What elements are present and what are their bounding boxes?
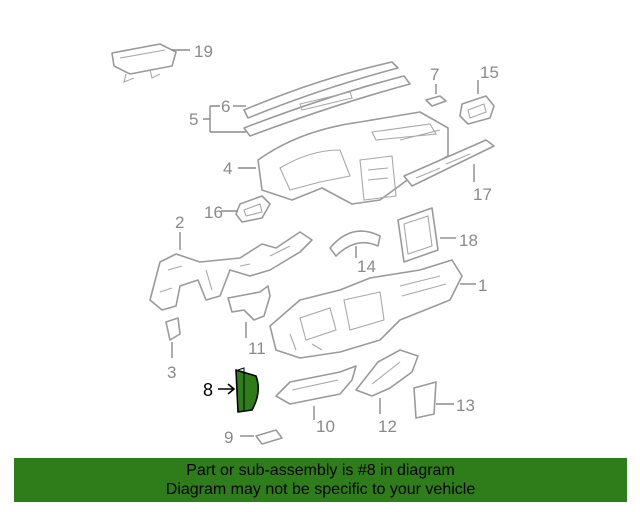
- part-14-cluster-hood[interactable]: [329, 230, 381, 257]
- part-7-switch[interactable]: [425, 95, 447, 107]
- part-3-bracket[interactable]: [165, 317, 181, 341]
- callout-16: 16: [204, 203, 223, 222]
- part-13-trim-panel[interactable]: [413, 381, 437, 419]
- banner-line-1: Part or sub-assembly is #8 in diagram: [186, 462, 455, 479]
- part-12-lower-panel[interactable]: [355, 349, 419, 397]
- part-19-passenger-airbag[interactable]: [111, 43, 177, 83]
- callout-13: 13: [456, 396, 475, 415]
- part-10-knee-bolster[interactable]: [275, 365, 357, 405]
- callout-18: 18: [459, 231, 478, 250]
- callout-10: 10: [316, 417, 335, 436]
- callout-5: 5: [189, 110, 198, 129]
- callout-9: 9: [224, 428, 233, 447]
- callout-2: 2: [175, 213, 184, 232]
- part-15-vent[interactable]: [459, 95, 495, 125]
- callout-4: 4: [223, 159, 232, 178]
- part-1-hvac-module[interactable]: [269, 259, 463, 359]
- part-11-duct[interactable]: [227, 285, 271, 321]
- callout-8: 8: [203, 380, 213, 400]
- callout-11: 11: [248, 339, 266, 358]
- callout-14: 14: [357, 257, 376, 276]
- callout-6: 6: [221, 97, 230, 116]
- callout-19: 19: [194, 42, 213, 61]
- part-9-clip[interactable]: [255, 429, 283, 445]
- callout-1: 1: [478, 276, 487, 295]
- part-6-defroster-grille[interactable]: [243, 61, 399, 119]
- part-18-center-bezel[interactable]: [397, 207, 439, 263]
- callout-7: 7: [430, 65, 439, 84]
- info-banner: Part or sub-assembly is #8 in diagram Di…: [14, 458, 627, 502]
- callout-12: 12: [378, 417, 397, 436]
- part-8-highlighted[interactable]: [235, 367, 260, 413]
- part-4-instrument-panel[interactable]: [257, 111, 449, 205]
- part-2-cross-car-beam[interactable]: [149, 231, 313, 311]
- part-16-left-vent[interactable]: [235, 195, 271, 223]
- banner-line-2: Diagram may not be specific to your vehi…: [165, 481, 476, 498]
- part-5-upper-trim[interactable]: [243, 75, 411, 137]
- callout-17: 17: [473, 185, 492, 204]
- callout-15: 15: [480, 63, 499, 82]
- part-17-trim-strip[interactable]: [403, 139, 495, 187]
- callout-3: 3: [167, 363, 176, 382]
